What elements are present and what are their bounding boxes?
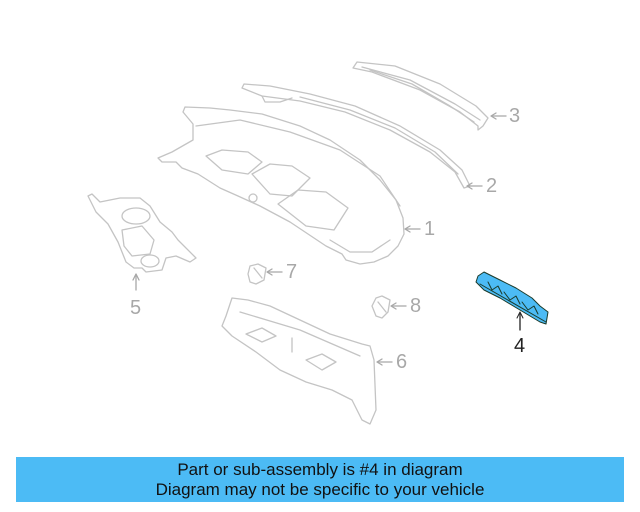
callout-4[interactable]: 4 bbox=[514, 335, 526, 357]
part-8-clip bbox=[371, 295, 407, 319]
info-banner: Part or sub-assembly is #4 in diagram Di… bbox=[16, 457, 624, 502]
callout-5[interactable]: 5 bbox=[130, 297, 142, 319]
part-2-rail bbox=[241, 83, 471, 189]
callout-7[interactable]: 7 bbox=[286, 261, 298, 283]
callout-1[interactable]: 1 bbox=[424, 218, 436, 240]
callout-3[interactable]: 3 bbox=[509, 105, 521, 127]
part-5-bracket bbox=[87, 193, 197, 291]
callout-8[interactable]: 8 bbox=[410, 295, 422, 317]
callout-2[interactable]: 2 bbox=[486, 175, 498, 197]
callout-6[interactable]: 6 bbox=[396, 351, 408, 373]
part-4-highlighted bbox=[475, 271, 549, 331]
leader-lines bbox=[404, 112, 507, 233]
parts-diagram: 1 2 3 4 5 6 7 8 bbox=[87, 61, 549, 425]
part-6-trim-panel bbox=[221, 297, 393, 425]
banner-part-line: Part or sub-assembly is #4 in diagram bbox=[177, 459, 463, 479]
part-7-clip bbox=[247, 263, 283, 285]
part-1-shelf bbox=[157, 106, 405, 265]
part-3-rail bbox=[352, 61, 489, 131]
banner-disclaimer-line: Diagram may not be specific to your vehi… bbox=[155, 479, 485, 499]
